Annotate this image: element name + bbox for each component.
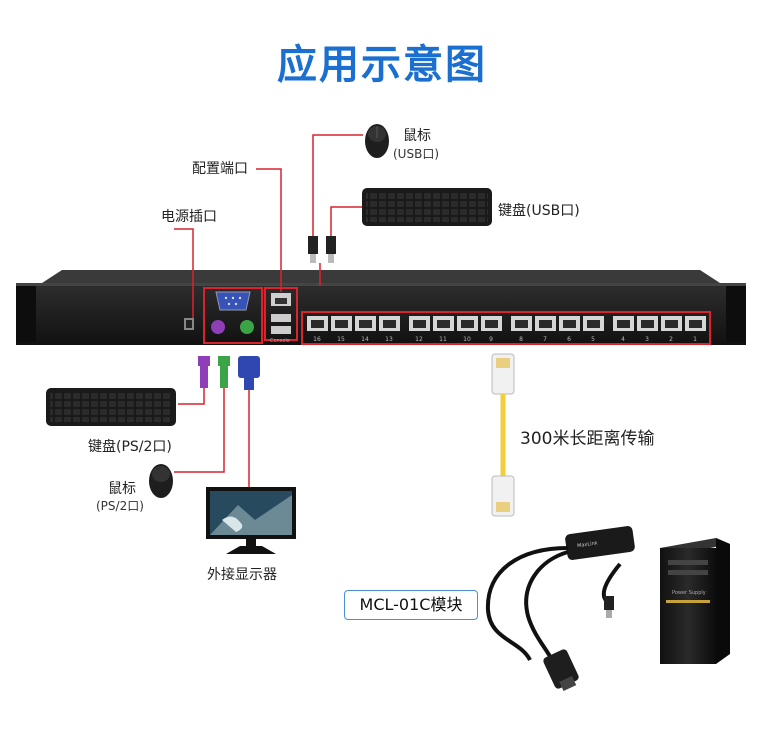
page-title: 应用示意图 <box>277 42 487 88</box>
long-distance-cable <box>491 353 515 517</box>
port-number-10: 10 <box>463 336 471 343</box>
kvm-switch <box>16 270 746 345</box>
mouse-usb-label: 鼠标 <box>403 128 431 144</box>
ps2-vga-plugs <box>198 356 260 390</box>
usb-mouse <box>365 124 389 158</box>
connector-lines-left <box>174 388 250 487</box>
port-number-15: 15 <box>337 336 345 343</box>
keyboard-ps2-label: 键盘(PS/2口) <box>88 439 172 455</box>
module-label: MCL-01C模块 <box>344 590 478 620</box>
port-number-2: 2 <box>669 336 673 343</box>
svg-text:Power Supply: Power Supply <box>672 590 706 596</box>
port-number-11: 11 <box>439 336 447 343</box>
port-bank-highlight <box>301 311 711 345</box>
mouse-usb-sub-label: (USB口) <box>393 147 439 161</box>
ps2-mouse <box>149 464 173 498</box>
rj45-port-bank <box>307 316 706 331</box>
usb-plugs <box>308 236 336 263</box>
port-number-6: 6 <box>567 336 571 343</box>
port-number-4: 4 <box>621 336 625 343</box>
port-number-8: 8 <box>519 336 523 343</box>
port-number-1: 1 <box>693 336 697 343</box>
console-text: Console <box>270 338 290 344</box>
connector-lines-top <box>174 134 363 318</box>
monitor-label: 外接显示器 <box>207 567 277 583</box>
mouse-ps2-sub-label: (PS/2口) <box>96 499 144 513</box>
mouse-ps2-label: 鼠标 <box>108 481 136 497</box>
port-number-7: 7 <box>543 336 547 343</box>
vga-port <box>215 291 251 311</box>
port-number-3: 3 <box>645 336 649 343</box>
config-port-label: 配置端口 <box>192 161 248 177</box>
port-number-14: 14 <box>361 336 369 343</box>
port-number-5: 5 <box>591 336 595 343</box>
long-distance-label: 300米长距离传输 <box>520 429 655 449</box>
svg-text:MaxLink: MaxLink <box>577 540 598 549</box>
usb-port-2 <box>271 326 291 334</box>
usb-keyboard <box>362 188 492 226</box>
vga-ps2-highlight <box>203 287 263 344</box>
port-number-13: 13 <box>385 336 393 343</box>
ps2-keyboard-port <box>211 320 225 334</box>
power-port-label: 电源插口 <box>161 209 217 225</box>
external-monitor <box>206 487 296 554</box>
port-number-16: 16 <box>313 336 321 343</box>
port-number-9: 9 <box>489 336 493 343</box>
keyboard-usb-label: 键盘(USB口) <box>498 203 580 219</box>
ps2-mouse-port <box>240 320 254 334</box>
port-number-labels: 16 15 14 13 12 11 10 9 8 7 6 5 4 3 2 1 <box>313 336 697 343</box>
pc-tower: Power Supply <box>660 538 730 664</box>
port-number-12: 12 <box>415 336 423 343</box>
mcl-01c-module: MaxLink <box>485 526 635 691</box>
power-socket <box>184 318 194 330</box>
ps2-keyboard <box>46 388 176 426</box>
usb-port-1 <box>271 314 291 322</box>
